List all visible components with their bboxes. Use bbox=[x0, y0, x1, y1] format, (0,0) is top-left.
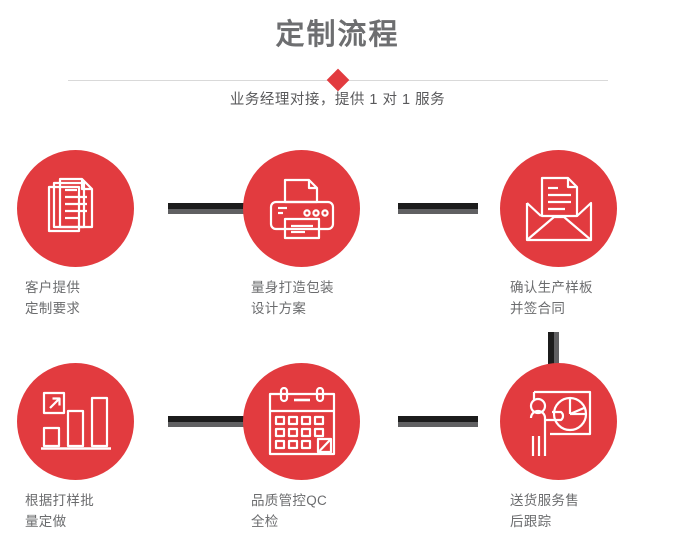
presenter-piechart-icon bbox=[529, 390, 591, 456]
step-4-label-line2: 量定做 bbox=[25, 514, 67, 529]
step-1-label: 客户提供 定制要求 bbox=[25, 277, 195, 319]
connector-bar bbox=[398, 203, 478, 209]
header: 定制流程 业务经理对接，提供 1 对 1 服务 bbox=[0, 0, 675, 130]
documents-stack-icon bbox=[47, 177, 93, 232]
envelope-letter-icon bbox=[525, 176, 592, 241]
diamond-marker-icon bbox=[326, 68, 349, 92]
process-step-4[interactable]: 根据打样批 量定做 bbox=[9, 363, 189, 550]
connector-bar bbox=[168, 203, 248, 209]
page-title: 定制流程 bbox=[275, 19, 400, 51]
connector-shadow bbox=[398, 422, 478, 427]
step-4-label-line1: 根据打样批 bbox=[25, 493, 94, 508]
step-6-label-line2: 后跟踪 bbox=[510, 514, 552, 529]
printer-icon bbox=[269, 178, 334, 239]
connector-step1-step2 bbox=[168, 203, 248, 214]
step-6-label: 送货服务售 后跟踪 bbox=[510, 490, 675, 532]
connector-shadow bbox=[168, 422, 248, 427]
calendar-icon bbox=[268, 386, 335, 455]
step-6-label-line1: 送货服务售 bbox=[510, 493, 579, 508]
step-5-label-line1: 品质管控QC bbox=[251, 493, 328, 508]
bar-chart-growth-icon bbox=[40, 391, 111, 450]
connector-bar bbox=[398, 416, 478, 422]
step-3-label: 确认生产样板 并签合同 bbox=[510, 277, 675, 319]
step-1-icon-circle bbox=[17, 150, 134, 267]
process-step-1[interactable]: 客户提供 定制要求 bbox=[9, 150, 189, 360]
process-step-6[interactable]: 送货服务售 后跟踪 bbox=[465, 363, 645, 550]
step-4-label: 根据打样批 量定做 bbox=[25, 490, 195, 532]
step-3-label-line1: 确认生产样板 bbox=[510, 280, 593, 295]
connector-shadow bbox=[398, 209, 478, 214]
step-2-icon-circle bbox=[243, 150, 360, 267]
connector-bar bbox=[548, 332, 554, 366]
process-step-3[interactable]: 确认生产样板 并签合同 bbox=[465, 150, 645, 360]
connector-step5-step6 bbox=[398, 416, 478, 427]
step-2-label: 量身打造包装 设计方案 bbox=[251, 277, 421, 319]
step-1-label-line2: 定制要求 bbox=[25, 301, 81, 316]
step-3-icon-circle bbox=[500, 150, 617, 267]
step-4-icon-circle bbox=[17, 363, 134, 480]
step-2-label-line1: 量身打造包装 bbox=[251, 280, 334, 295]
process-step-5[interactable]: 品质管控QC 全检 bbox=[235, 363, 415, 550]
process-flow: 客户提供 定制要求 bbox=[0, 130, 675, 550]
step-5-label-line2: 全检 bbox=[251, 514, 279, 529]
connector-shadow bbox=[554, 332, 559, 366]
connector-step3-step6 bbox=[548, 332, 559, 366]
process-step-2[interactable]: 量身打造包装 设计方案 bbox=[235, 150, 415, 360]
step-2-label-line2: 设计方案 bbox=[251, 301, 307, 316]
connector-step2-step3 bbox=[398, 203, 478, 214]
page-subtitle: 业务经理对接，提供 1 对 1 服务 bbox=[229, 92, 446, 108]
step-3-label-line2: 并签合同 bbox=[510, 301, 566, 316]
step-1-label-line1: 客户提供 bbox=[25, 280, 81, 295]
title-divider bbox=[0, 68, 675, 92]
connector-shadow bbox=[168, 209, 248, 214]
step-6-icon-circle bbox=[500, 363, 617, 480]
step-5-label: 品质管控QC 全检 bbox=[251, 490, 421, 532]
connector-step4-step5 bbox=[168, 416, 248, 427]
connector-bar bbox=[168, 416, 248, 422]
step-5-icon-circle bbox=[243, 363, 360, 480]
